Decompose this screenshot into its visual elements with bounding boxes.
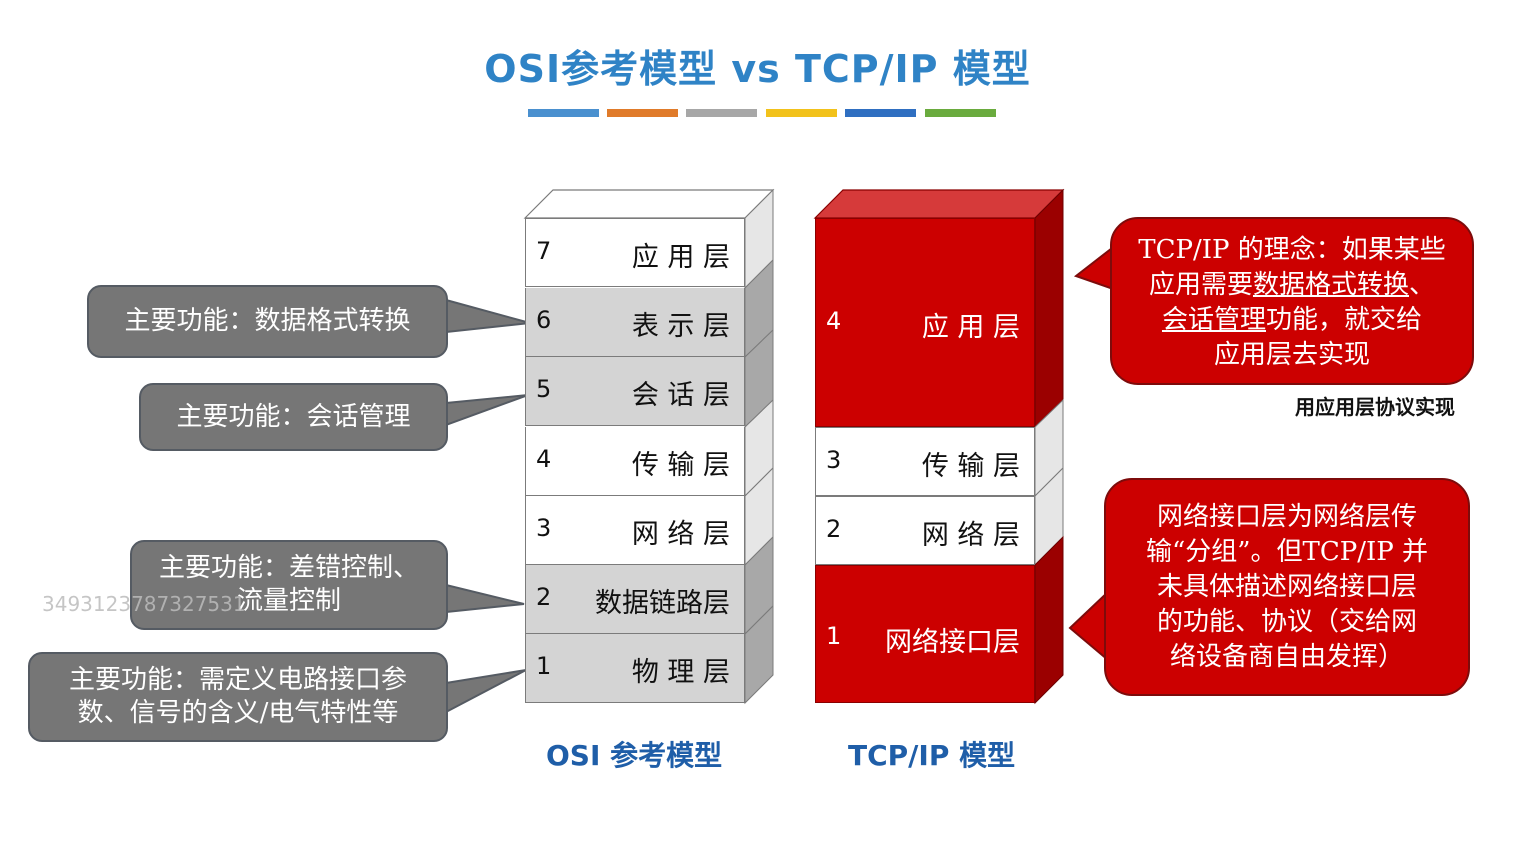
title-bar-seg-3	[686, 109, 757, 117]
layer-number: 4	[826, 307, 842, 335]
osi-layer-1: 1 物 理 层	[525, 634, 745, 703]
layer-name: 传 输 层	[631, 450, 730, 481]
osi-caption: OSI 参考模型	[546, 739, 723, 772]
layer-name: 网 络 层	[631, 519, 730, 550]
callout-app-layer: TCP/IP 的理念：如果某些 应用需要数据格式转换、 会话管理功能，就交给 应…	[1110, 217, 1474, 385]
tcp-layer-1: 1 网络接口层	[815, 565, 1035, 703]
callout-pointer-datalink	[445, 583, 525, 614]
callout-text-line2: 流量控制	[236, 586, 341, 616]
layer-number: 6	[536, 306, 552, 334]
osi-layer-6: 6 表 示 层	[525, 288, 745, 357]
callout-segment: 功能，就交给	[1266, 305, 1423, 335]
layer-number: 4	[536, 445, 552, 473]
callout-text: 主要功能：数据格式转换	[124, 306, 411, 336]
osi-layer-2: 2 数据链路层	[525, 565, 745, 634]
layer-name: 传 输 层	[921, 451, 1020, 482]
osi-layer-3: 3 网 络 层	[525, 496, 745, 565]
layer-name: 物 理 层	[631, 657, 730, 688]
tcp-side-1	[1034, 535, 1064, 705]
title-bar-seg-1	[528, 109, 599, 117]
layer-name: 应 用 层	[631, 242, 730, 273]
tcp-layer-2: 2 网 络 层	[815, 496, 1035, 565]
tcp-layer-3: 3 传 输 层	[815, 427, 1035, 496]
layer-name: 会 话 层	[631, 380, 730, 411]
tcp-layer-4: 4 应 用 层	[815, 218, 1035, 427]
osi-stack-top-face	[523, 189, 775, 219]
layer-number: 1	[826, 622, 842, 650]
app-layer-note: 用应用层协议实现	[1295, 395, 1455, 419]
tcp-stack-top-face	[813, 189, 1065, 219]
callout-network-interface: 网络接口层为网络层传 输“分组”。但TCP/IP 并 未具体描述网络接口层 的功…	[1104, 478, 1470, 696]
tcp-caption: TCP/IP 模型	[848, 739, 1016, 772]
layer-number: 3	[826, 446, 842, 474]
layer-name: 表 示 层	[631, 311, 730, 342]
callout-pointer-net	[1068, 589, 1109, 663]
callout-line: 网络接口层为网络层传	[1156, 502, 1417, 532]
layer-number: 1	[536, 652, 552, 680]
title-bar-seg-2	[607, 109, 678, 117]
callout-pointer-presentation	[445, 298, 531, 334]
callout-text-line1: 主要功能：需定义电路接口参	[68, 665, 407, 695]
layer-number: 7	[536, 237, 552, 265]
callout-text: 主要功能：会话管理	[176, 401, 411, 432]
callout-pointer-session	[445, 394, 529, 427]
callout-underlined-term: 会话管理	[1161, 305, 1266, 335]
callout-underlined-term: 数据格式转换	[1252, 270, 1409, 300]
title-bar-seg-5	[845, 109, 916, 117]
layer-name: 应 用 层	[921, 312, 1020, 343]
callout-line: TCP/IP 的理念：如果某些	[1138, 235, 1446, 265]
layer-number: 2	[826, 515, 842, 543]
title-bar-seg-6	[925, 109, 996, 117]
callout-text-line2: 数、信号的含义/电气特性等	[77, 698, 399, 728]
callout-physical: 主要功能：需定义电路接口参 数、信号的含义/电气特性等	[28, 652, 448, 742]
layer-name: 数据链路层	[595, 588, 730, 619]
callout-line: 应用层去实现	[1213, 340, 1370, 370]
callout-pointer-physical	[445, 669, 527, 714]
callout-segment: 应用需要	[1148, 270, 1253, 300]
callout-line: 输“分组”。但TCP/IP 并	[1145, 537, 1429, 567]
title-color-bar	[528, 109, 998, 117]
osi-side-1	[744, 604, 774, 705]
callout-presentation: 主要功能：数据格式转换	[87, 285, 448, 358]
watermark: 3493123787327531	[42, 592, 246, 616]
callout-line: 应用需要数据格式转换、	[1112, 268, 1472, 303]
callout-line: 会话管理功能，就交给	[1112, 303, 1472, 338]
callout-datalink: 主要功能：差错控制、 流量控制	[130, 540, 448, 630]
layer-number: 5	[536, 375, 552, 403]
callout-line: 络设备商自由发挥）	[1169, 642, 1404, 672]
layer-number: 2	[536, 583, 552, 611]
callout-line: 的功能、协议（交给网	[1156, 607, 1417, 637]
page-title: OSI参考模型 vs TCP/IP 模型	[484, 47, 1031, 91]
layer-name: 网络接口层	[885, 627, 1020, 658]
tcp-side-4	[1034, 188, 1064, 429]
layer-name: 网 络 层	[921, 520, 1020, 551]
callout-segment: 、	[1409, 270, 1436, 300]
callout-line: 未具体描述网络接口层	[1156, 572, 1417, 602]
layer-number: 3	[536, 514, 552, 542]
osi-layer-7: 7 应 用 层	[525, 218, 745, 287]
osi-layer-5: 5 会 话 层	[525, 357, 745, 426]
callout-session: 主要功能：会话管理	[139, 383, 448, 451]
osi-layer-4: 4 传 输 层	[525, 427, 745, 496]
title-bar-seg-4	[766, 109, 837, 117]
callout-text-line1: 主要功能：差错控制、	[158, 553, 419, 583]
